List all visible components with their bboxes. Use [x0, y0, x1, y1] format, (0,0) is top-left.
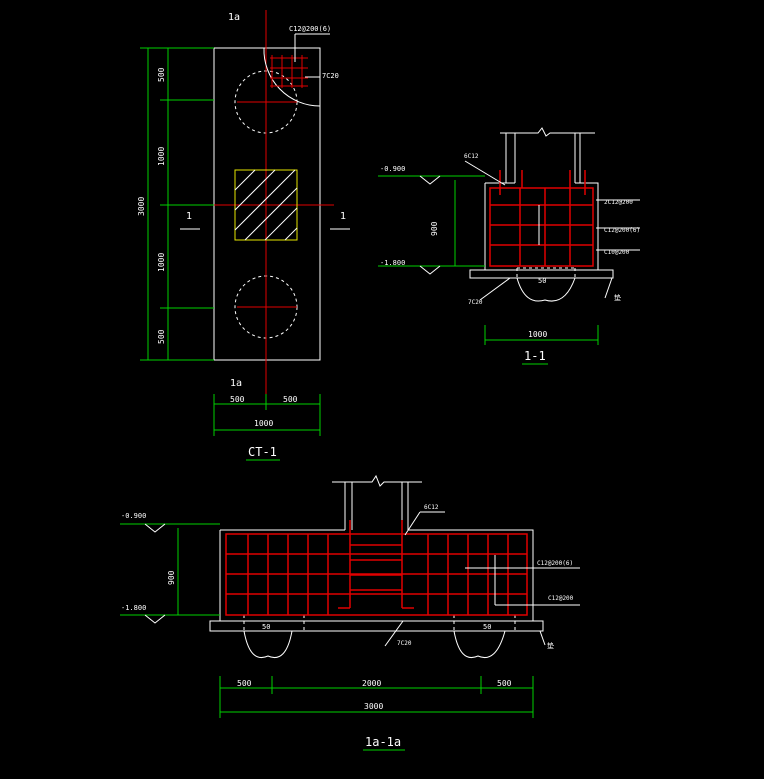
- plan-dim-v-500b: 500: [157, 329, 166, 344]
- section11-leaders: [464, 160, 640, 301]
- section11-bedding: [469, 269, 614, 279]
- plan-rebar-label-2: 7C20: [322, 72, 339, 80]
- section11-label-c10: C10@200: [604, 249, 630, 256]
- section11-label-6c12: 6C12: [464, 153, 479, 160]
- section1a-dim-2000: 2000: [362, 679, 381, 688]
- section1a-dim-500a: 500: [237, 679, 252, 688]
- section1a-label-7c20: 7C20: [397, 640, 412, 647]
- section1a-label-pile-left: 50: [262, 623, 270, 631]
- section11-rebar: [489, 170, 594, 267]
- section1a-leaders: [384, 511, 580, 647]
- section11-elev-bottom: -1.800: [380, 259, 405, 267]
- section11-label-pile: 50: [538, 277, 546, 285]
- section-mark-left: 1: [186, 211, 192, 222]
- plan-horizontal-dims: [213, 394, 321, 436]
- section11-width-dim: [484, 325, 599, 345]
- section1a-label-c12: C12@200: [548, 595, 574, 602]
- section11-title: 1-1: [524, 349, 546, 363]
- section1a-pile-right: [453, 630, 506, 658]
- section1a-horizontal-dims: [219, 676, 534, 718]
- detail-break-arc: [263, 47, 321, 107]
- section11-elev-top: -0.900: [380, 165, 405, 173]
- pile-cap-outline: [213, 47, 321, 361]
- section11-dim-height: 900: [430, 221, 439, 236]
- section1a-title: 1a-1a: [365, 735, 401, 749]
- section-mark-right: 1: [340, 211, 346, 222]
- section1a-pile-left: [243, 630, 293, 658]
- section1a-elev-top: -0.900: [121, 512, 146, 520]
- plan-view: C12@200(6) 7C20 1a 1a 1 1 500 1000 1000 …: [137, 10, 350, 461]
- plan-dim-v-500a: 500: [157, 67, 166, 82]
- section11-dim-width: 1000: [528, 330, 547, 339]
- section1a-elev-lines: [120, 523, 220, 616]
- section1a-bedding: [209, 620, 544, 632]
- plan-dim-v-1000b: 1000: [157, 253, 166, 272]
- plan-dim-h-total: 1000: [254, 419, 273, 428]
- section-mark-top: 1a: [228, 12, 240, 23]
- section11-label-c12-6: C12@200(6): [604, 227, 640, 234]
- plan-dim-v-total: 3000: [137, 197, 146, 216]
- section11-pile: [516, 277, 576, 302]
- plan-rebar-grid: [270, 55, 308, 88]
- section-1-1: -0.900 -1.800 900 6C12 2C12@200 C12@200(…: [378, 127, 640, 365]
- plan-rebar-label-1: C12@200(6): [289, 25, 331, 33]
- section1a-dim-height: 900: [167, 570, 176, 585]
- section1a-label-c12-6: C12@200(6): [537, 560, 573, 567]
- section1a-label-6c12: 6C12: [424, 504, 439, 511]
- section1a-label-bed: 垫: [547, 641, 554, 650]
- column-hatch: [234, 169, 298, 241]
- plan-dim-h-500a: 500: [230, 395, 245, 404]
- section-1a-1a: -0.900 -1.800 900 6C12 C12@200(6) C12@20…: [120, 474, 580, 751]
- plan-title: CT-1: [248, 445, 277, 459]
- plan-vertical-dims: [140, 47, 214, 361]
- section1a-dim-500b: 500: [497, 679, 512, 688]
- section11-label-bed: 垫: [614, 293, 621, 302]
- section1a-label-pile-right: 50: [483, 623, 491, 631]
- section11-label-7c20: 7C20: [468, 299, 483, 306]
- section-mark-bottom: 1a: [230, 378, 242, 389]
- section1a-rebar: [225, 520, 528, 616]
- section11-elev-lines: [378, 175, 485, 267]
- section1a-dim-total: 3000: [364, 702, 383, 711]
- plan-dim-v-1000a: 1000: [157, 147, 166, 166]
- plan-dim-h-500b: 500: [283, 395, 298, 404]
- section1a-elev-bottom: -1.800: [121, 604, 146, 612]
- column-outline: [234, 169, 298, 241]
- section11-label-2c12: 2C12@200: [604, 199, 633, 206]
